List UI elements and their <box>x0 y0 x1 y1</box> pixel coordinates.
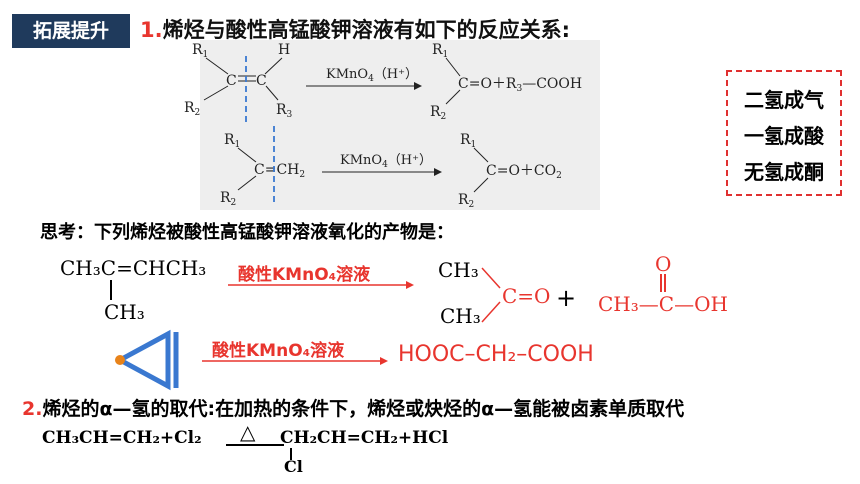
r3-label: R3 <box>276 102 293 120</box>
section2-text: 烯烃的α—氢的取代:在加热的条件下，烯烃或炔烃的α—氢能被卤素单质取代 <box>42 398 685 420</box>
equation-left: CH₃CH=CH₂+Cl₂ <box>42 428 202 448</box>
rules-box: 二氢成气 一氢成酸 无氢成酮 <box>726 70 842 196</box>
acid-formula: CH₃—C—OH <box>598 292 728 316</box>
heat-condition: △ <box>240 420 256 444</box>
example2-arrow <box>202 357 388 365</box>
equation-right: CH₂CH=CH₂+HCl <box>280 428 449 448</box>
rule-item: 一氢成酸 <box>744 124 824 148</box>
svg-text:R2: R2 <box>458 192 474 210</box>
example2-product: HOOC–CH₂–COOH <box>398 342 594 367</box>
svg-text:R1: R1 <box>224 132 240 150</box>
cyclopropylidene-structure <box>114 329 179 391</box>
svg-text:R2: R2 <box>430 104 446 122</box>
c1-label: C <box>226 73 237 89</box>
section2-number: 2. <box>22 398 43 420</box>
ketone-bottom: CH₃ <box>440 304 481 328</box>
plus-sign: + <box>556 284 577 312</box>
acid-double-bond <box>660 274 662 292</box>
example1-arrow <box>228 281 414 289</box>
acid-oxygen: O <box>655 252 672 276</box>
ketone-co: C=O <box>502 284 551 308</box>
c-ch2: C=CH2 <box>254 162 305 180</box>
section2-title: 2.烯烃的α—氢的取代:在加热的条件下，烯烃或炔烃的α—氢能被卤素单质取代 <box>22 394 684 421</box>
ketone-bonds <box>481 267 501 323</box>
title-text: 烯烃与酸性高锰酸钾溶液有如下的反应关系: <box>162 18 570 42</box>
example1-reactant: CH₃C=CHCH₃ <box>60 256 207 280</box>
branch-bond <box>110 280 112 300</box>
reagent-1: KMnO4（H⁺） <box>326 67 418 84</box>
example2-reagent: 酸性KMnO₄溶液 <box>212 341 345 361</box>
svg-text:R2: R2 <box>220 190 236 208</box>
reagent-2: KMnO4（H⁺） <box>340 153 432 170</box>
ketone-2: C=O＋CO2 <box>486 163 562 181</box>
condition-arrow-line <box>226 444 284 446</box>
reaction-figure <box>200 40 600 210</box>
r2-label: R2 <box>184 100 200 118</box>
section-title: 1.烯烃与酸性高锰酸钾溶液有如下的反应关系: <box>140 14 570 44</box>
r1-label: R1 <box>192 42 208 60</box>
example1-reagent: 酸性KMnO₄溶液 <box>238 265 371 285</box>
cl-bond <box>290 448 292 460</box>
think-prompt: 思考：下列烯烃被酸性高锰酸钾溶液氧化的产物是： <box>40 222 454 243</box>
rule-item: 二氢成气 <box>744 88 824 112</box>
svg-text:R1: R1 <box>432 42 448 60</box>
ketone-top: CH₃ <box>438 258 479 282</box>
h-label: H <box>278 42 290 58</box>
ketone-1: C=O＋R3—COOH <box>458 76 582 94</box>
example1-branch: CH₃ <box>104 300 145 324</box>
section-tag: 拓展提升 <box>12 14 130 48</box>
reaction-diagram: R1 H C C R2 R3 KMnO4（H⁺） R1 C=O＋R3—COOH … <box>184 42 582 210</box>
cl-substituent: Cl <box>284 457 303 476</box>
svg-text:R1: R1 <box>460 132 476 150</box>
rule-item: 无氢成酮 <box>744 160 824 184</box>
c2-label: C <box>256 73 267 89</box>
title-number: 1. <box>140 18 163 42</box>
